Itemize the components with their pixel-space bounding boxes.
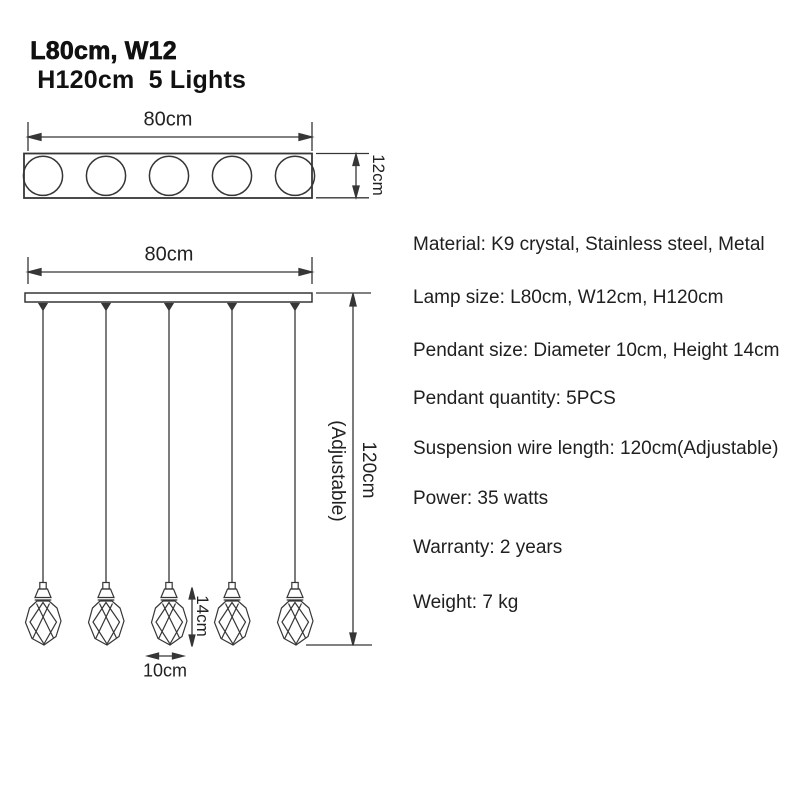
pendant-diameter-dimension xyxy=(144,652,187,660)
front-height-label: 120cm xyxy=(358,441,379,499)
spec-warranty: Warranty: 2 years xyxy=(413,537,563,558)
front-width-dimension xyxy=(25,257,315,284)
spec-lamp-size: Lamp size: L80cm, W12cm, H120cm xyxy=(413,287,724,308)
canopy-bar-top-view xyxy=(23,152,313,199)
title-lights-part: H120cm 5 Lights xyxy=(37,66,247,94)
pendant-circle xyxy=(85,155,127,197)
front-height-note-label: (Adjustable) xyxy=(327,420,348,522)
top-view xyxy=(22,122,369,200)
ceiling-bar xyxy=(24,292,313,303)
spec-material: Material: K9 crystal, Stainless steel, M… xyxy=(413,234,765,255)
spec-pendant-size: Pendant size: Diameter 10cm, Height 14cm xyxy=(413,340,780,361)
pendants xyxy=(24,581,314,646)
pendant-circle xyxy=(274,155,316,197)
title-size-part: L80cm, W12 xyxy=(30,37,177,66)
spec-power: Power: 35 watts xyxy=(413,488,549,509)
suspension-wires xyxy=(38,302,300,584)
top-width-label: 80cm xyxy=(143,108,193,131)
page-title: L80cm, W12 H120cm 5 Lights xyxy=(16,8,246,95)
top-width-dimension xyxy=(25,122,315,151)
spec-pendant-quantity: Pendant quantity: 5PCS xyxy=(413,388,616,409)
front-view xyxy=(24,257,372,660)
pendant-circle xyxy=(148,155,190,197)
pendant-height-label: 14cm xyxy=(193,595,212,637)
top-depth-label: 12cm xyxy=(369,154,388,196)
spec-wire-length: Suspension wire length: 120cm(Adjustable… xyxy=(413,438,779,459)
pendant-height-dimension xyxy=(188,587,196,647)
front-height-dimension xyxy=(306,292,372,646)
top-depth-dimension xyxy=(316,151,369,200)
front-width-label: 80cm xyxy=(144,243,194,266)
pendant-diameter-label: 10cm xyxy=(142,660,188,681)
pendant-circle xyxy=(22,155,64,197)
spec-weight: Weight: 7 kg xyxy=(413,592,519,613)
pendant-circles-top-view xyxy=(22,155,316,197)
pendant-circle xyxy=(211,155,253,197)
